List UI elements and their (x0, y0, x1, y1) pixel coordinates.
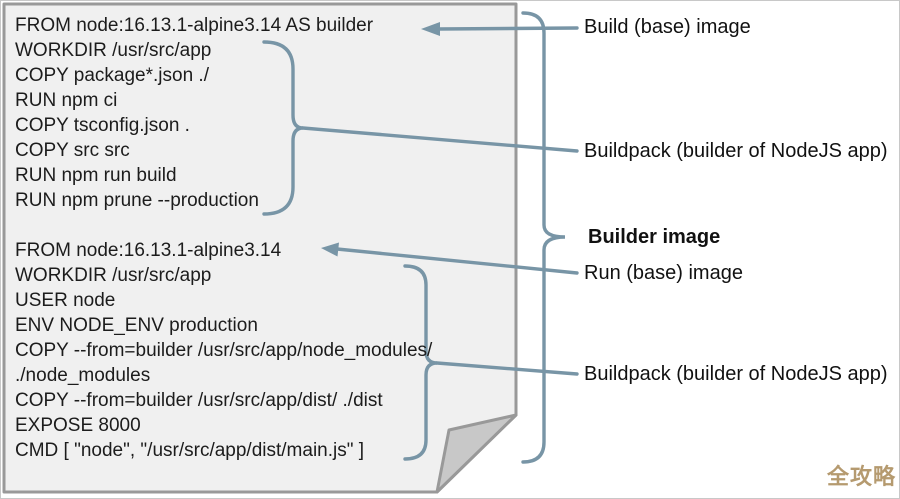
label-buildpack-2: Buildpack (builder of NodeJS app) (584, 363, 888, 385)
dockerfile-line: CMD [ "node", "/usr/src/app/dist/main.js… (15, 440, 365, 461)
dockerfile-text: FROM node:16.13.1-alpine3.14 AS builder … (15, 13, 501, 463)
dockerfile-line: FROM node:16.13.1-alpine3.14 (15, 240, 282, 261)
connector-buildpack-1 (301, 126, 579, 153)
label-build-base-image: Build (base) image (584, 16, 751, 38)
dockerfile-line: COPY tsconfig.json . (15, 115, 190, 136)
dockerfile-line: RUN npm prune --production (15, 190, 259, 211)
arrow-run-base-head-icon (321, 242, 339, 257)
connector-buildpack-2 (435, 361, 579, 376)
dockerfile-line-blank (15, 213, 501, 238)
dockerfile-line: COPY src src (15, 140, 130, 161)
label-buildpack-1: Buildpack (builder of NodeJS app) (584, 140, 888, 162)
dockerfile-line: WORKDIR /usr/src/app (15, 40, 212, 61)
dockerfile-line: USER node (15, 290, 116, 311)
arrow-build-base-head-icon (421, 22, 440, 36)
label-run-base-image: Run (base) image (584, 262, 743, 284)
dockerfile-line: RUN npm ci (15, 90, 118, 111)
arrow-run-base-line (335, 247, 579, 275)
dockerfile-line: RUN npm run build (15, 165, 177, 186)
dockerfile-line: FROM node:16.13.1-alpine3.14 AS builder (15, 15, 374, 36)
dockerfile-line: COPY package*.json ./ (15, 65, 209, 86)
dockerfile-line: ENV NODE_ENV production (15, 315, 258, 336)
dockerfile-line: ./node_modules (15, 365, 151, 386)
brace-builder-image (521, 11, 566, 464)
dockerfile-line: EXPOSE 8000 (15, 415, 141, 436)
arrow-build-base-line (436, 26, 579, 31)
document-fold-corner-icon (435, 413, 518, 494)
dockerfile-line: WORKDIR /usr/src/app (15, 265, 212, 286)
label-builder-image: Builder image (588, 226, 721, 248)
dockerfile-line: COPY --from=builder /usr/src/app/node_mo… (15, 340, 433, 361)
dockerfile-line: COPY --from=builder /usr/src/app/dist/ .… (15, 390, 383, 411)
watermark-text: 全攻略 (826, 464, 896, 489)
